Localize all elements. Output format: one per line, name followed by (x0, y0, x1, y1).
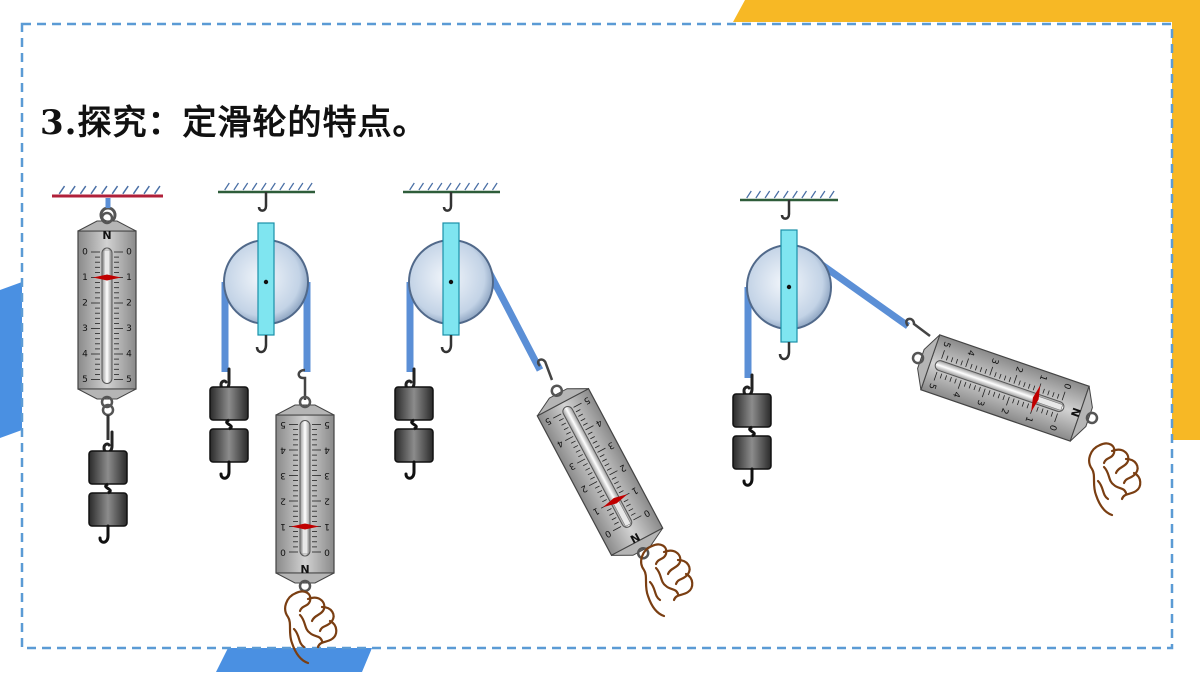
scale-tick-label: 0 (324, 547, 330, 557)
hook-icon (257, 192, 268, 212)
hook-icon (297, 368, 307, 400)
scale-tick-label: 2 (82, 299, 88, 309)
scale-tick-label: 2 (579, 482, 589, 494)
weight-icon (88, 450, 128, 544)
scale-unit-label: N (102, 229, 111, 242)
weight-icon (394, 386, 434, 480)
scale-tick-label: 5 (543, 415, 553, 427)
scale-tick-label: 2 (1013, 365, 1024, 374)
spring-scale-icon: 0 0 1 1 2 2 3 3 4 4 5 5N (275, 395, 335, 593)
setup-vertical-pull: 0 0 1 1 2 2 3 3 4 4 5 5N (209, 182, 338, 665)
scale-unit-label: N (1068, 406, 1083, 419)
hook-icon (255, 335, 268, 354)
setup-shallow-pull: 0 0 1 1 2 2 3 3 4 4 5 5N (732, 190, 1142, 517)
scale-tick-label: 2 (618, 462, 628, 474)
hook-icon (442, 192, 453, 212)
scale-tick-label: 0 (1046, 423, 1057, 432)
scale-tick-label: 0 (1061, 382, 1072, 391)
scale-tick-label: 1 (280, 521, 286, 531)
scale-tick-label: 1 (1037, 373, 1048, 382)
scale-unit-label: N (300, 562, 309, 575)
scale-tick-label: 5 (940, 340, 951, 349)
scale-tick-label: 5 (126, 375, 132, 385)
scale-tick-label: 3 (280, 470, 286, 480)
scale-tick-label: 2 (998, 407, 1009, 416)
rope (485, 270, 544, 372)
dashed-border (20, 22, 1174, 650)
scale-pointer (93, 274, 121, 281)
hook-icon (440, 335, 453, 354)
scale-pointer (602, 494, 628, 508)
hook-icon (536, 358, 554, 381)
spring-scale-icon: 0 0 1 1 2 2 3 3 4 4 5 5 N (77, 211, 137, 409)
scale-tick-label: 5 (324, 419, 330, 429)
scale-tick-label: 4 (324, 445, 330, 455)
weight-icon (209, 386, 249, 480)
scale-tick-label: 1 (324, 521, 330, 531)
scale-tick-label: 3 (606, 439, 616, 451)
scale-tick-label: 2 (280, 496, 286, 506)
blue-left-accent (0, 282, 22, 438)
scale-pointer (1031, 385, 1041, 412)
scale-tick-label: 5 (280, 419, 286, 429)
scale-tick-label: 3 (82, 324, 88, 334)
rope (819, 262, 911, 329)
scale-tick-label: 5 (926, 382, 937, 391)
spring-scale-icon: 0 0 1 1 2 2 3 3 4 4 5 5N (911, 334, 1099, 442)
scale-tick-label: 0 (641, 507, 651, 519)
scale-tick-label: 3 (567, 460, 577, 472)
weight-icon (732, 393, 772, 487)
setup-direct-weighing: 0 0 1 1 2 2 3 3 4 4 5 5 N (52, 185, 163, 544)
scale-tick-label: 3 (989, 357, 1000, 366)
scale-tick-label: 1 (630, 484, 640, 496)
scale-tick-label: 5 (582, 394, 592, 406)
scale-tick-label: 4 (593, 417, 603, 429)
scale-tick-label: 4 (950, 390, 961, 399)
scale-tick-label: 1 (126, 273, 132, 283)
scale-tick-label: 1 (82, 273, 88, 283)
page-title: 3.探究：定滑轮的特点。 (40, 103, 428, 143)
scale-tick-label: 3 (324, 470, 330, 480)
scale-tick-label: 5 (82, 375, 88, 385)
scale-tick-label: 3 (126, 324, 132, 334)
scale-tick-label: 2 (126, 299, 132, 309)
blue-bottom-accent (216, 648, 372, 672)
scale-tick-label: 2 (324, 496, 330, 506)
scale-tick-label: 1 (1022, 415, 1033, 424)
hook-icon (905, 317, 931, 337)
scale-tick-label: 4 (280, 445, 286, 455)
scale-tick-label: 1 (591, 505, 601, 517)
scale-tick-label: 4 (82, 350, 88, 360)
hook-icon (780, 200, 791, 220)
scale-tick-label: 0 (280, 547, 286, 557)
scale-tick-label: 0 (126, 248, 132, 258)
scale-tick-label: 0 (82, 248, 88, 258)
scale-pointer (291, 523, 319, 530)
hook-icon (778, 342, 791, 361)
scale-tick-label: 4 (126, 350, 132, 360)
scale-tick-label: 4 (555, 437, 565, 449)
scale-tick-label: 0 (602, 527, 612, 539)
scale-tick-label: 4 (964, 348, 975, 357)
scale-tick-label: 3 (974, 398, 985, 407)
